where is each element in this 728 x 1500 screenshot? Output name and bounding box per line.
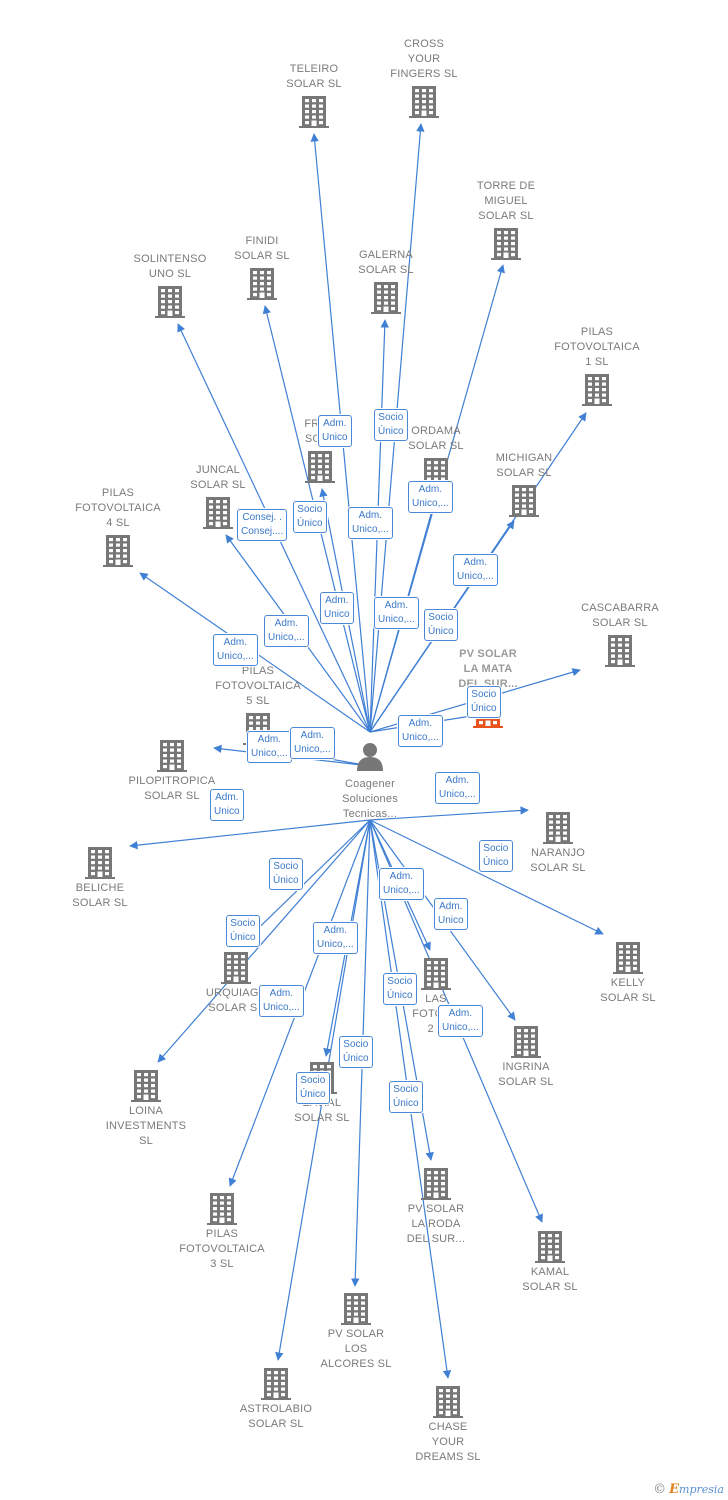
- building-icon: [543, 812, 573, 849]
- company-label: PILAS FOTOVOLTAICA 3 SL: [179, 1228, 265, 1270]
- brand-name: mpresia: [679, 1483, 724, 1496]
- building-icon: [613, 942, 643, 979]
- copyright-symbol: ©: [653, 1482, 667, 1497]
- company-label: PILAS FOTOVOLTAICA 1 SL: [554, 326, 640, 368]
- role-badge[interactable]: Adm. Unico: [434, 898, 468, 930]
- role-badge[interactable]: Adm. Unico,...: [453, 554, 498, 586]
- building-icon: [85, 847, 115, 884]
- role-badge[interactable]: Adm. Unico,...: [438, 1005, 483, 1037]
- building-icon: [247, 268, 277, 305]
- company-label: JUNCAL SOLAR SL: [190, 464, 246, 491]
- role-badge[interactable]: Socio Único: [226, 915, 260, 947]
- role-badge[interactable]: Adm. Unico,...: [259, 985, 304, 1017]
- company-label: PV SOLAR LA MATA DEL SUR...: [458, 648, 518, 690]
- role-badge[interactable]: Socio Único: [467, 686, 501, 718]
- company-label: TELEIRO SOLAR SL: [286, 63, 342, 90]
- company-label: GALERNA SOLAR SL: [358, 249, 414, 276]
- edge-urquiaga: [239, 819, 371, 947]
- company-label: BELICHE SOLAR SL: [72, 882, 128, 909]
- building-icon: [371, 282, 401, 319]
- company-label: TORRE DE MIGUEL SOLAR SL: [476, 180, 536, 222]
- building-icon: [341, 1293, 371, 1330]
- company-label: FINIDI SOLAR SL: [234, 235, 290, 262]
- role-badge[interactable]: Socio Único: [269, 858, 303, 890]
- building-icon: [157, 740, 187, 777]
- role-badge[interactable]: Adm. Unico,...: [408, 481, 453, 513]
- role-badge[interactable]: Adm. Unico,...: [247, 731, 292, 763]
- building-icon: [433, 1386, 463, 1423]
- company-label: ORDAMA SOLAR SL: [408, 425, 464, 452]
- building-icon: [409, 86, 439, 123]
- role-badge[interactable]: Adm. Unico,...: [435, 772, 480, 804]
- building-icon: [535, 1231, 565, 1268]
- building-icon: [299, 96, 329, 133]
- role-badge[interactable]: Adm. Unico: [318, 415, 352, 447]
- company-label: SOLINTENSO UNO SL: [133, 253, 207, 280]
- copyright: ©Empresia: [653, 1482, 724, 1497]
- edge-beliche: [129, 819, 371, 850]
- company-label: INGRINA SOLAR SL: [498, 1061, 554, 1088]
- role-badge[interactable]: Adm. Unico,...: [348, 507, 393, 539]
- role-badge[interactable]: Adm. Unico,...: [290, 727, 335, 759]
- building-icon: [511, 1026, 541, 1063]
- role-badge[interactable]: Adm. Unico: [320, 592, 354, 624]
- building-icon: [605, 635, 635, 672]
- company-label: CASCABARRA SOLAR SL: [581, 602, 659, 629]
- role-badge[interactable]: Socio Único: [296, 1072, 330, 1104]
- role-badge[interactable]: Adm. Unico,...: [213, 634, 258, 666]
- company-label: NARANJO SOLAR SL: [530, 847, 586, 874]
- role-badge[interactable]: Adm. Unico,...: [398, 715, 443, 747]
- company-label: CROSS YOUR FINGERS SL: [390, 38, 458, 80]
- person-icon: [357, 743, 383, 771]
- role-badge[interactable]: Adm. Unico,...: [374, 597, 419, 629]
- center-label: Coagener Soluciones Tecnicas...: [342, 778, 398, 820]
- role-badge[interactable]: Socio Único: [383, 973, 417, 1005]
- role-badge[interactable]: Adm. Unico,...: [264, 615, 309, 647]
- building-icon: [491, 228, 521, 265]
- building-icon: [207, 1193, 237, 1230]
- building-icon: [421, 1168, 451, 1205]
- edge-kelly: [369, 819, 604, 935]
- company-label: PILAS FOTOVOLTAICA 5 SL: [215, 665, 301, 707]
- building-icon: [509, 485, 539, 522]
- role-badge[interactable]: Socio Único: [389, 1081, 423, 1113]
- building-icon: [261, 1368, 291, 1405]
- edge-naranjo: [369, 806, 529, 821]
- building-icon: [421, 958, 451, 995]
- building-icon: [131, 1070, 161, 1107]
- role-badge[interactable]: Socio Único: [339, 1036, 373, 1068]
- company-label: LOINA INVESTMENTS SL: [105, 1105, 187, 1147]
- company-label: PILOPITROPICA SOLAR SL: [128, 775, 216, 802]
- building-icon: [305, 451, 335, 488]
- company-label: CHASE YOUR DREAMS SL: [415, 1421, 481, 1463]
- company-label: KELLY SOLAR SL: [600, 977, 656, 1004]
- building-icon: [155, 286, 185, 323]
- company-label: URQUIAGA SOLAR SL: [205, 987, 267, 1014]
- company-label: PILAS FOTOVOLTAICA 4 SL: [75, 487, 161, 529]
- building-icon: [582, 374, 612, 411]
- building-icon: [221, 952, 251, 989]
- company-label: MICHIGAN SOLAR SL: [495, 452, 553, 479]
- building-icon: [203, 497, 233, 534]
- role-badge[interactable]: Socio Único: [479, 840, 513, 872]
- role-badge[interactable]: Socio Único: [293, 501, 327, 533]
- role-badge[interactable]: Adm. Unico: [210, 789, 244, 821]
- role-badge[interactable]: Socio Único: [424, 609, 458, 641]
- role-badge[interactable]: Adm. Unico,...: [313, 922, 358, 954]
- role-badge[interactable]: Consej. . Consej....: [237, 509, 288, 541]
- building-icon: [103, 535, 133, 572]
- company-label: ASTROLABIO SOLAR SL: [239, 1403, 313, 1430]
- role-badge[interactable]: Socio Único: [374, 409, 408, 441]
- company-label: PV SOLAR LA RODA DEL SUR...: [406, 1203, 466, 1245]
- company-label: PV SOLAR LOS ALCORES SL: [320, 1328, 392, 1370]
- role-badge[interactable]: Adm. Unico,...: [379, 868, 424, 900]
- edge-loina: [157, 819, 371, 1063]
- brand-initial: E: [669, 1482, 680, 1497]
- company-label: KAMAL SOLAR SL: [522, 1266, 578, 1293]
